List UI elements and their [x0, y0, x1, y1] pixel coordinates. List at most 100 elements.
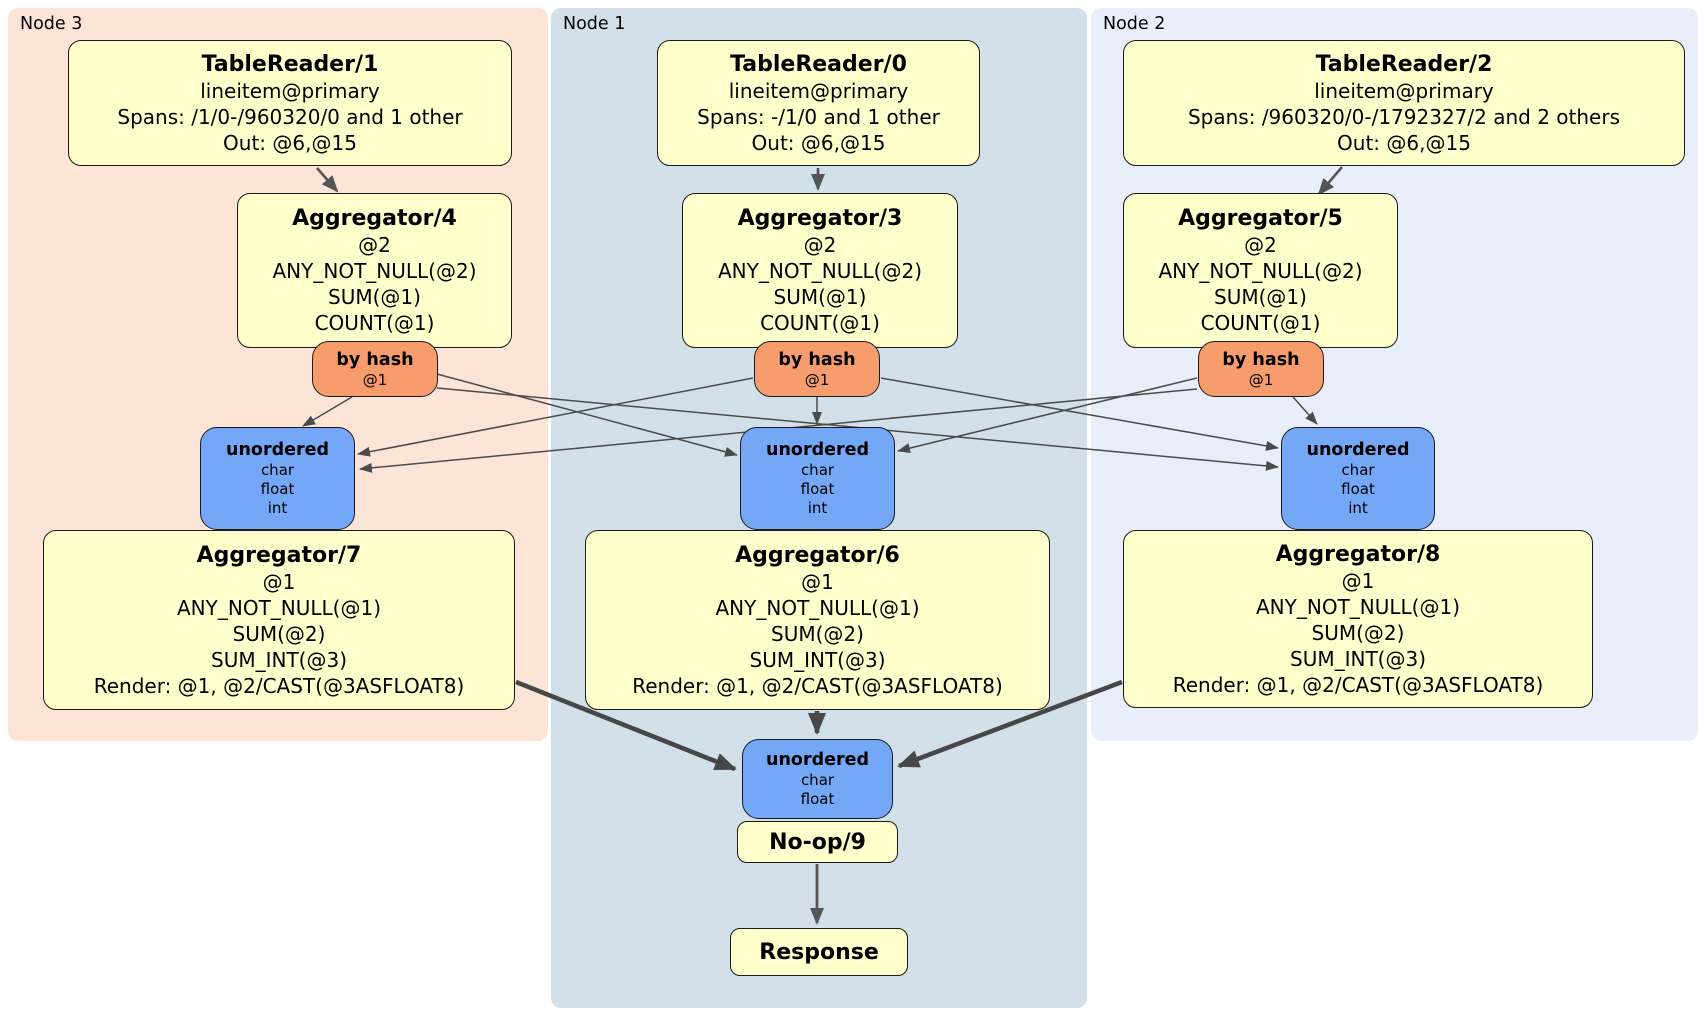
edge-tr1-agg4: [316, 167, 339, 193]
tablereader-1-spans: Spans: /1/0-/960320/0 and 1 other: [117, 104, 463, 129]
aggregator-4-fn-2: SUM(@1): [328, 285, 421, 309]
node-aggregator-4: Aggregator/4 @2 ANY_NOT_NULL(@2) SUM(@1)…: [237, 193, 512, 348]
tablereader-2-index: lineitem@primary: [1314, 78, 1494, 103]
aggregator-5-fn-1: ANY_NOT_NULL(@2): [1158, 259, 1363, 283]
edge-byhash1-uo3: [357, 377, 754, 457]
aggregator-5-fn-2: SUM(@1): [1214, 285, 1307, 309]
tablereader-2-out: Out: @6,@15: [1337, 130, 1471, 155]
response-title: Response: [759, 939, 879, 965]
node-aggregator-3: Aggregator/3 @2 ANY_NOT_NULL(@2) SUM(@1)…: [682, 193, 958, 348]
aggregator-3-title: Aggregator/3: [737, 206, 903, 231]
panel-node-1-label: Node 1: [563, 14, 626, 34]
aggregator-8-fn-3: SUM_INT(@3): [1290, 646, 1426, 671]
aggregator-4-title: Aggregator/4: [292, 206, 457, 231]
aggregator-8-fn-1: ANY_NOT_NULL(@1): [1256, 594, 1460, 619]
aggregator-5-title: Aggregator/5: [1178, 206, 1343, 231]
aggregator-3-fn-2: SUM(@1): [773, 285, 867, 309]
aggregator-8-fn-2: SUM(@2): [1311, 620, 1405, 645]
aggregator-7-fn-1: ANY_NOT_NULL(@1): [177, 595, 381, 620]
no-op-9-title: No-op/9: [769, 829, 866, 855]
edge-byhash2-uo1: [897, 377, 1198, 454]
aggregator-3-groupcols: @2: [803, 233, 837, 257]
aggregator-6-groupcols: @1: [801, 569, 834, 594]
tablereader-1-out: Out: @6,@15: [223, 130, 357, 155]
router-by-hash-node3-title: by hash: [336, 349, 414, 370]
aggregator-8-groupcols: @1: [1341, 568, 1375, 593]
aggregator-5-fn-3: COUNT(@1): [1200, 311, 1321, 335]
aggregator-4-groupcols: @2: [358, 233, 391, 257]
router-by-hash-node1-cols: @1: [804, 370, 830, 389]
node-aggregator-8: Aggregator/8 @1 ANY_NOT_NULL(@1) SUM(@2)…: [1123, 530, 1593, 708]
stream-unordered-node2-type-1: char: [1341, 461, 1375, 479]
stream-unordered-final-type-2: float: [800, 790, 835, 808]
edge-byhash1-uo2: [880, 377, 1279, 451]
edge-byhash3-uo1: [436, 373, 738, 457]
router-by-hash-node2: by hash @1: [1198, 341, 1324, 397]
router-by-hash-node3: by hash @1: [312, 341, 438, 397]
aggregator-7-groupcols: @1: [262, 569, 296, 594]
aggregator-6-render: Render: @1, @2/CAST(@3ASFLOAT8): [632, 673, 1003, 698]
tablereader-0-spans: Spans: -/1/0 and 1 other: [697, 104, 940, 129]
stream-unordered-node2: unordered char float int: [1281, 427, 1435, 530]
tablereader-1-index: lineitem@primary: [200, 78, 380, 103]
stream-unordered-node2-title: unordered: [1306, 440, 1410, 460]
stream-unordered-node1-type-1: char: [800, 461, 835, 479]
edge-tr2-agg5: [1317, 166, 1343, 196]
aggregator-7-title: Aggregator/7: [196, 542, 362, 568]
node-tablereader-0: TableReader/0 lineitem@primary Spans: -/…: [657, 40, 980, 166]
stream-unordered-node3-title: unordered: [226, 440, 329, 460]
node-tablereader-1: TableReader/1 lineitem@primary Spans: /1…: [68, 40, 512, 166]
node-aggregator-5: Aggregator/5 @2 ANY_NOT_NULL(@2) SUM(@1)…: [1123, 193, 1398, 348]
router-by-hash-node2-cols: @1: [1248, 370, 1274, 389]
stream-unordered-node2-type-3: int: [1348, 499, 1368, 517]
stream-unordered-node1-type-3: int: [807, 499, 828, 517]
aggregator-6-fn-2: SUM(@2): [771, 621, 864, 646]
stream-unordered-final-type-1: char: [800, 771, 835, 789]
router-by-hash-node1: by hash @1: [754, 341, 880, 397]
stream-unordered-node3: unordered char float int: [200, 427, 355, 530]
edge-agg8-uof: [897, 679, 1123, 769]
router-by-hash-node1-title: by hash: [778, 349, 856, 370]
tablereader-0-index: lineitem@primary: [728, 78, 909, 103]
tablereader-0-title: TableReader/0: [730, 51, 907, 77]
aggregator-3-fn-1: ANY_NOT_NULL(@2): [718, 259, 922, 283]
tablereader-2-spans: Spans: /960320/0-/1792327/2 and 2 others: [1187, 104, 1620, 129]
tablereader-2-title: TableReader/2: [1315, 51, 1493, 77]
aggregator-6-title: Aggregator/6: [735, 542, 900, 568]
node-no-op-9: No-op/9: [737, 821, 898, 863]
aggregator-4-fn-3: COUNT(@1): [314, 311, 435, 335]
stream-unordered-final-title: unordered: [766, 750, 869, 770]
node-aggregator-6: Aggregator/6 @1 ANY_NOT_NULL(@1) SUM(@2)…: [585, 530, 1050, 710]
stream-unordered-node3-type-2: float: [260, 480, 295, 498]
stream-unordered-node3-type-1: char: [260, 461, 295, 479]
aggregator-8-render: Render: @1, @2/CAST(@3ASFLOAT8): [1172, 672, 1544, 697]
aggregator-6-fn-1: ANY_NOT_NULL(@1): [715, 595, 920, 620]
edge-byhash3-uo3: [302, 396, 353, 427]
aggregator-8-title: Aggregator/8: [1275, 541, 1441, 567]
panel-node-3-label: Node 3: [20, 14, 83, 34]
stream-unordered-node1-title: unordered: [766, 440, 869, 460]
tablereader-0-out: Out: @6,@15: [751, 130, 886, 155]
stream-unordered-node1-type-2: float: [800, 480, 835, 498]
node-response: Response: [730, 928, 908, 976]
aggregator-7-render: Render: @1, @2/CAST(@3ASFLOAT8): [93, 673, 465, 698]
node-tablereader-2: TableReader/2 lineitem@primary Spans: /9…: [1123, 40, 1685, 166]
edge-agg7-uof: [515, 679, 737, 772]
aggregator-7-fn-2: SUM(@2): [232, 621, 326, 646]
aggregator-3-fn-3: COUNT(@1): [760, 311, 880, 335]
aggregator-6-fn-3: SUM_INT(@3): [749, 647, 886, 672]
stream-unordered-final: unordered char float: [742, 739, 893, 819]
panel-node-2-label: Node 2: [1103, 14, 1166, 34]
router-by-hash-node2-title: by hash: [1222, 349, 1300, 370]
stream-unordered-node1: unordered char float int: [740, 427, 895, 530]
stream-unordered-node2-type-2: float: [1341, 480, 1375, 498]
router-by-hash-node3-cols: @1: [362, 370, 388, 389]
tablereader-1-title: TableReader/1: [201, 51, 379, 77]
aggregator-7-fn-3: SUM_INT(@3): [211, 647, 347, 672]
node-aggregator-7: Aggregator/7 @1 ANY_NOT_NULL(@1) SUM(@2)…: [43, 530, 515, 710]
aggregator-4-fn-1: ANY_NOT_NULL(@2): [272, 259, 477, 283]
aggregator-5-groupcols: @2: [1244, 233, 1277, 257]
stream-unordered-node3-type-3: int: [267, 499, 288, 517]
